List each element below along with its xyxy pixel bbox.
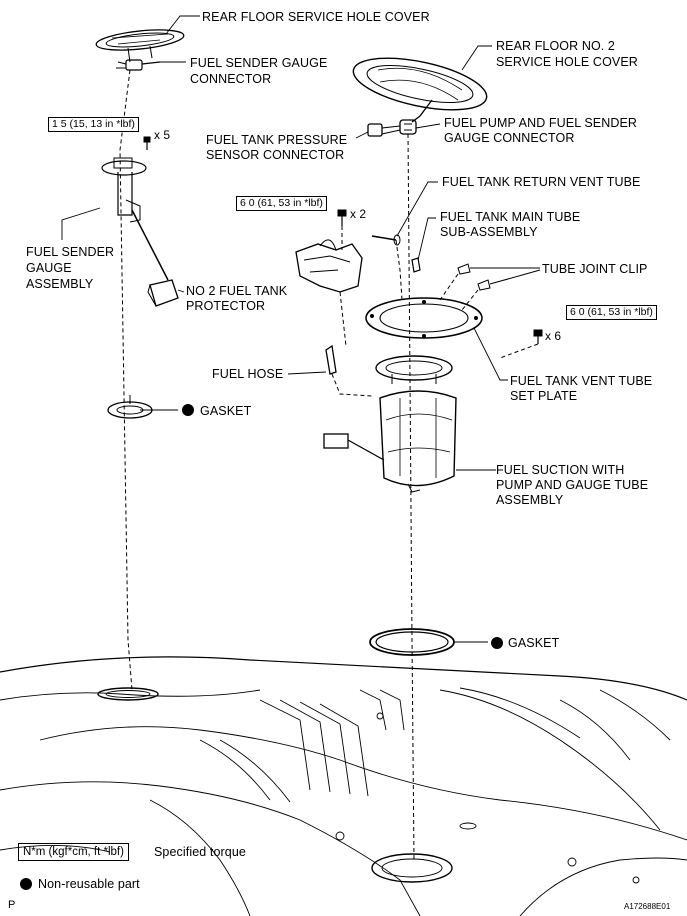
- label-no2-protector-2: PROTECTOR: [186, 299, 266, 313]
- label-fuel-pump-sender-connector-1: FUEL PUMP AND FUEL SENDER: [444, 116, 638, 130]
- torque-spec-plate-bolts: 6 0 (61, 53 in *lbf): [566, 305, 657, 320]
- nonreusable-mark-right: [491, 637, 503, 649]
- label-gasket-right: GASKET: [508, 636, 560, 650]
- label-fuel-sender-gauge-connector-1: FUEL SENDER GAUGE: [190, 56, 328, 70]
- label-rear-floor-no2-cover-1: REAR FLOOR NO. 2: [496, 39, 615, 53]
- label-vent-tube-set-plate-2: SET PLATE: [510, 389, 578, 403]
- fuel-sender-gauge-connector: [116, 59, 161, 71]
- vehicle-floor-pan: [0, 656, 687, 916]
- label-main-tube-1: FUEL TANK MAIN TUBE: [440, 210, 581, 224]
- sender-gasket: [107, 395, 153, 419]
- fuel-sender-gauge-assembly: [101, 157, 179, 307]
- bolt-x6: [499, 329, 543, 359]
- fuel-tank-vent-tube-set-plate: [365, 297, 483, 339]
- label-fuel-suction-2: PUMP AND GAUGE TUBE: [496, 478, 649, 492]
- fuel-pump-sender-connector: [399, 119, 417, 135]
- no2-fuel-tank-protector: [295, 239, 363, 347]
- label-vent-tube-set-plate-1: FUEL TANK VENT TUBE: [510, 374, 653, 388]
- leader-lines: [61, 15, 508, 643]
- qty-x6: x 6: [545, 329, 562, 343]
- qty-x2: x 2: [350, 207, 367, 221]
- label-return-vent-tube: FUEL TANK RETURN VENT TUBE: [442, 175, 641, 189]
- label-fuel-hose: FUEL HOSE: [212, 367, 284, 381]
- label-fuel-sender-gauge-assembly-3: ASSEMBLY: [26, 277, 94, 291]
- corner-mark-p: P: [8, 899, 16, 911]
- rear-floor-service-hole-cover: [95, 29, 185, 63]
- figure-reference-id: A172688E01: [624, 902, 671, 911]
- rear-floor-no2-service-hole-cover: [352, 57, 488, 123]
- label-rear-floor-service-hole-cover: REAR FLOOR SERVICE HOLE COVER: [202, 10, 430, 24]
- label-no2-protector-1: NO 2 FUEL TANK: [186, 284, 288, 298]
- fuel-tank-return-vent-tube: [371, 234, 403, 301]
- label-fuel-sender-gauge-assembly-2: GAUGE: [26, 261, 72, 275]
- label-pressure-sensor-connector-2: SENSOR CONNECTOR: [206, 148, 345, 162]
- legend-torque-box: N*m (kgf*cm, ft *lbf): [18, 843, 129, 861]
- fuel-suction-pump-assembly: [323, 355, 457, 493]
- legend-nonreusable-mark: [20, 878, 32, 890]
- label-tube-joint-clip: TUBE JOINT CLIP: [542, 262, 648, 276]
- label-rear-floor-no2-cover-2: SERVICE HOLE COVER: [496, 55, 638, 69]
- label-fuel-sender-gauge-assembly-1: FUEL SENDER: [26, 245, 115, 259]
- label-gasket-left: GASKET: [200, 404, 252, 418]
- legend-torque-text: Specified torque: [154, 845, 246, 859]
- fuel-hose: [325, 344, 373, 397]
- label-fuel-suction-3: ASSEMBLY: [496, 493, 564, 507]
- bolt-x2: [337, 209, 347, 250]
- legend-nonreusable-text: Non-reusable part: [38, 877, 140, 891]
- torque-spec-protector-bolts: 6 0 (61, 53 in *lbf): [236, 196, 327, 211]
- label-pressure-sensor-connector-1: FUEL TANK PRESSURE: [206, 133, 348, 147]
- label-fuel-suction-1: FUEL SUCTION WITH: [496, 463, 625, 477]
- nonreusable-mark-left: [182, 404, 194, 416]
- fuel-tank-main-tube: [411, 257, 421, 273]
- label-fuel-pump-sender-connector-2: GAUGE CONNECTOR: [444, 131, 575, 145]
- qty-x5: x 5: [154, 128, 171, 142]
- fuel-tank-pressure-sensor-connector: [367, 123, 401, 137]
- tube-joint-clips: [439, 263, 541, 311]
- label-fuel-sender-gauge-connector-2: CONNECTOR: [190, 72, 272, 86]
- torque-spec-sender-bolts: 1 5 (15, 13 in *lbf): [48, 117, 139, 132]
- label-main-tube-2: SUB-ASSEMBLY: [440, 225, 538, 239]
- bolt-x5: [143, 136, 151, 150]
